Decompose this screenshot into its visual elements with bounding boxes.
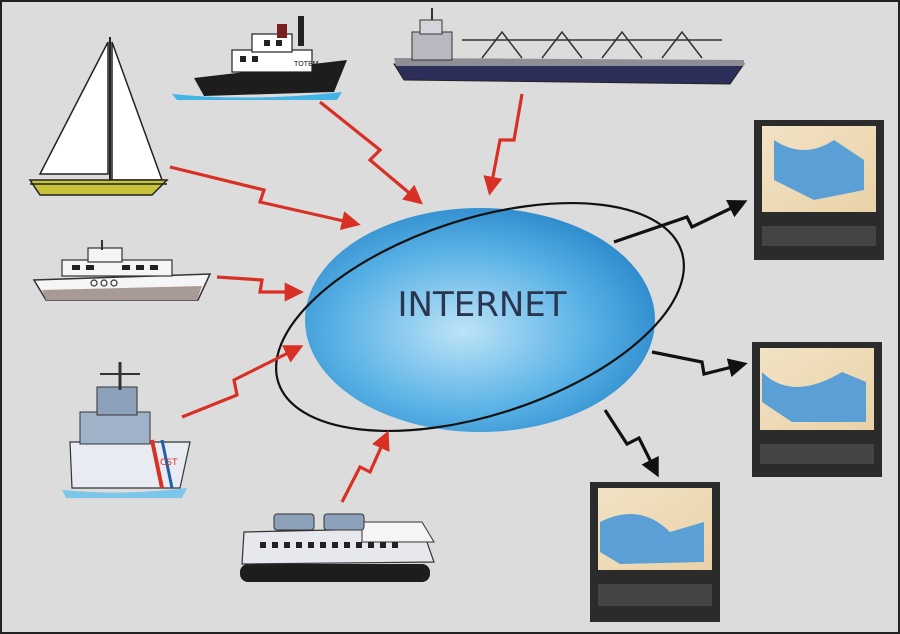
arrow-to-laptop-top <box>613 200 748 244</box>
arrow-to-laptop-middle <box>651 350 748 378</box>
internet-globe <box>305 208 655 432</box>
internet-label: INTERNET <box>397 285 567 325</box>
laptop-icon <box>590 482 720 622</box>
incoming-arrows <box>169 93 524 503</box>
coast-guard-cutter-icon: CST <box>62 362 191 498</box>
arrow-from-hovercraft <box>340 430 390 503</box>
arrow-from-sailboat <box>169 165 361 230</box>
arrow-from-tugboat <box>319 100 423 205</box>
tugboat-icon: TOTEM <box>172 16 347 100</box>
arrow-from-coast-guard <box>181 345 304 419</box>
cargo-ship-icon <box>393 8 745 85</box>
motor-yacht-icon <box>32 240 212 301</box>
outgoing-arrows <box>603 200 748 478</box>
arrow-from-motor-yacht <box>216 275 304 302</box>
arrow-to-laptop-bottom <box>603 409 659 478</box>
laptop-icon <box>754 120 884 260</box>
tugboat-name: TOTEM <box>293 60 319 68</box>
hovercraft-icon <box>240 513 435 582</box>
laptop-icon <box>752 342 882 477</box>
orbit-ring <box>275 201 685 433</box>
cutter-name: CST <box>160 458 178 468</box>
arrow-from-cargo-ship <box>483 93 524 196</box>
sailboat-icon <box>28 37 169 196</box>
